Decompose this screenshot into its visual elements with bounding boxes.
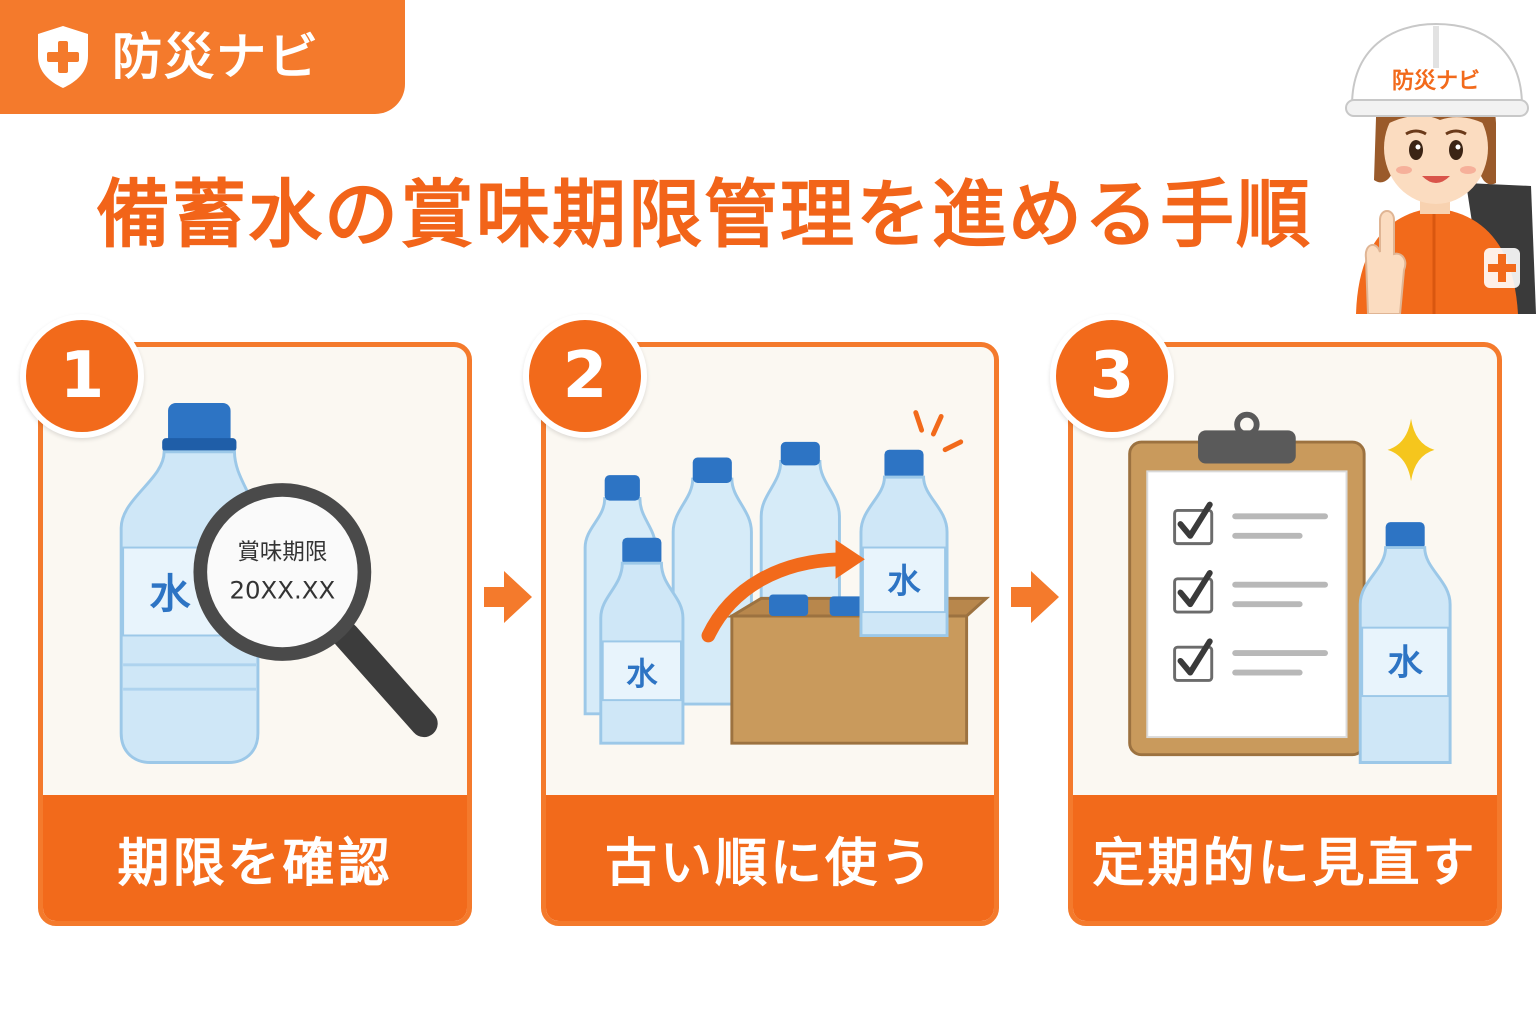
step-number-2: 2	[523, 314, 647, 438]
bottle-label: 水	[1388, 643, 1424, 684]
sparkle-icon	[1387, 418, 1435, 482]
step-label-3: 定期的に見直す	[1073, 795, 1497, 921]
bottle-label-front: 水	[626, 656, 658, 692]
mascot-illustration: 防災ナビ	[1345, 22, 1536, 314]
shield-plus-icon	[38, 26, 88, 88]
clipboard-checklist-icon: 水	[1128, 411, 1452, 764]
magnifier-title: 賞味期限	[237, 539, 327, 565]
step-label-2: 古い順に使う	[546, 795, 994, 921]
magnifier-date: 20XX.XX	[230, 575, 336, 604]
bottle-label: 水	[149, 570, 191, 618]
brand-banner: 防災ナビ	[0, 0, 405, 114]
step-card-1: 水 賞味期限 20XX.XX 期限を確認	[38, 342, 472, 926]
step-number-1: 1	[20, 314, 144, 438]
arrow-right-icon	[1011, 571, 1059, 623]
page-title: 備蓄水の賞味期限管理を進める手順	[96, 172, 1312, 258]
box-icon: 水 水	[583, 410, 990, 745]
helmet-text: 防災ナビ	[1392, 69, 1480, 94]
bottle-label-moved: 水	[887, 562, 921, 601]
magnifying-glass-icon: 水 賞味期限 20XX.XX	[119, 402, 438, 764]
step-card-2: 水 水 古い順に使う	[541, 342, 999, 926]
step-card-3: 水 定期的に見直す	[1068, 342, 1502, 926]
step-label-1: 期限を確認	[43, 795, 467, 921]
brand-name: 防災ナビ	[112, 28, 320, 86]
step-number-3: 3	[1050, 314, 1174, 438]
arrow-right-icon	[484, 571, 532, 623]
